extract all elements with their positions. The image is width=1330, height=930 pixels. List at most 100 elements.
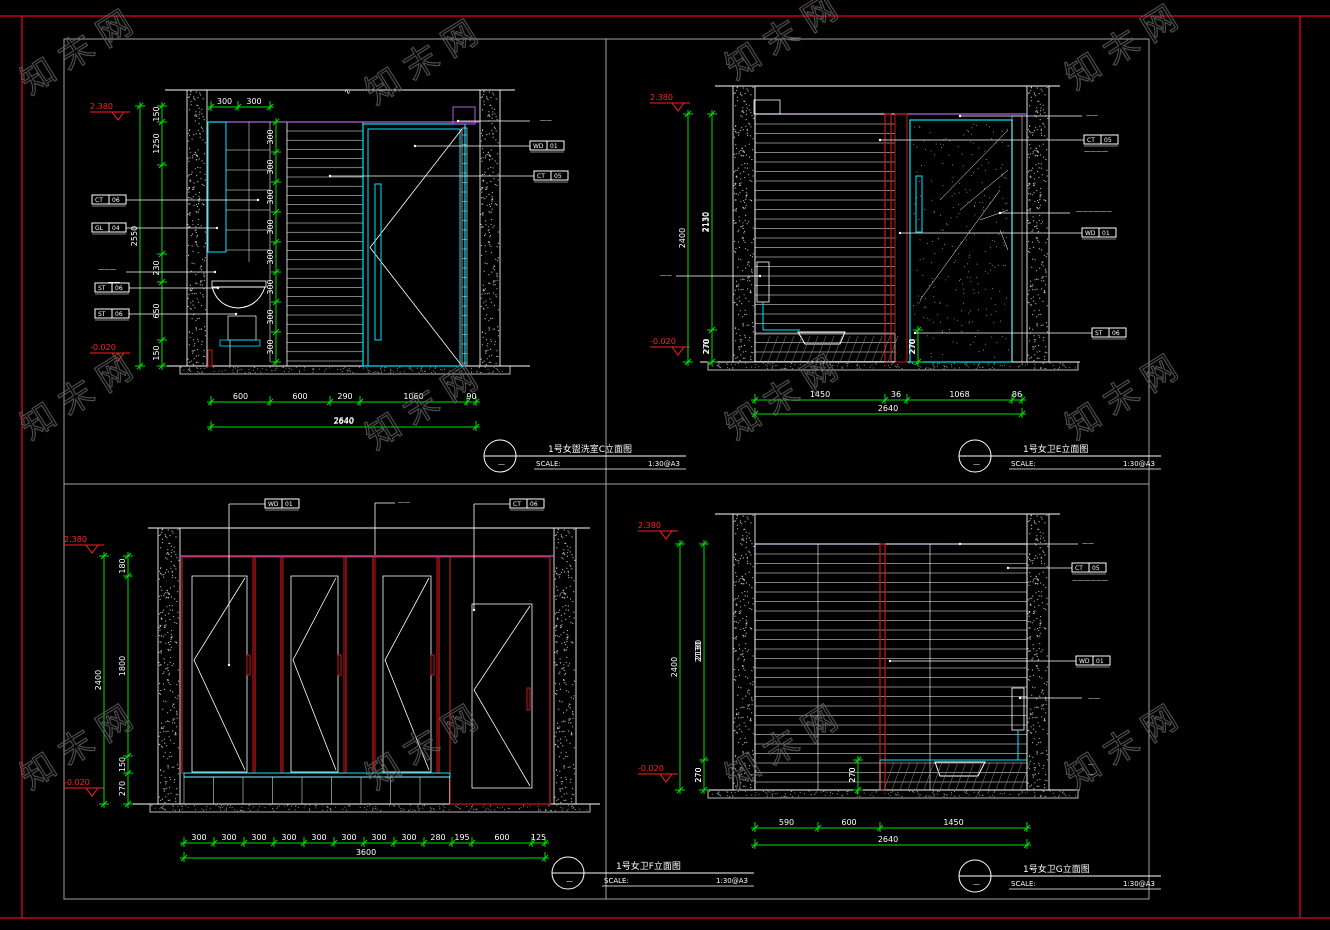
wall-speckle (745, 125, 747, 127)
wall-speckle (162, 683, 165, 685)
wall-speckle (747, 518, 749, 520)
ground-speckle (409, 368, 411, 370)
wall-speckle (738, 284, 740, 286)
ground-speckle (249, 810, 251, 812)
wall-speckle (736, 603, 738, 605)
dimension-label: 280 (430, 833, 445, 842)
ground-speckle (719, 366, 721, 368)
wall-speckle (1028, 611, 1030, 614)
dimension-label: 2130 (694, 640, 703, 660)
door-texture-dot (994, 356, 996, 358)
wall-speckle (484, 138, 486, 140)
wall-speckle (749, 254, 751, 256)
wall-speckle (743, 528, 745, 530)
ground-speckle (479, 367, 481, 369)
wall-speckle (752, 514, 754, 517)
wall-speckle (567, 766, 569, 768)
ground-speckle (1009, 366, 1011, 368)
wall-speckle (195, 210, 197, 212)
door-texture-dot (990, 336, 992, 338)
wall-speckle (196, 283, 198, 285)
ground-speckle (389, 372, 392, 374)
wall-speckle (556, 693, 558, 695)
ground-speckle (762, 362, 765, 365)
ground-speckle (347, 805, 349, 807)
ground-speckle (220, 805, 222, 807)
door-texture-dot (932, 240, 934, 242)
wall-speckle (486, 153, 488, 156)
wall-speckle (198, 354, 200, 356)
wall-speckle (167, 765, 169, 767)
wall-speckle (570, 734, 572, 736)
wall-speckle (1043, 123, 1045, 125)
wall-speckle (733, 128, 736, 130)
wall-speckle (747, 261, 749, 263)
wall-speckle (737, 285, 739, 288)
door-texture-dot (998, 264, 1000, 266)
door-texture-dot (933, 286, 935, 288)
wall-speckle (746, 615, 748, 618)
ground-speckle (244, 372, 246, 374)
wall-speckle (194, 152, 197, 154)
door-texture-dot (990, 138, 992, 140)
door-texture-dot (934, 252, 936, 254)
ground-speckle (232, 371, 234, 373)
ground-speckle (766, 367, 769, 369)
wall-speckle (556, 586, 558, 588)
wall-speckle (496, 246, 498, 248)
wall-speckle (165, 591, 167, 594)
dimension-tick (158, 336, 166, 344)
door-texture-dot (989, 247, 991, 249)
wall-speckle (1028, 199, 1030, 201)
wall-speckle (746, 313, 748, 315)
dimension-label: 1450 (943, 818, 963, 827)
note-stub: — (1088, 771, 1094, 778)
ground-speckle (269, 366, 271, 368)
door-texture-dot (942, 185, 944, 187)
wall-speckle (752, 86, 754, 89)
wall-speckle (1043, 765, 1045, 767)
wall-speckle (485, 304, 487, 306)
wall-speckle (1044, 135, 1046, 137)
wall-speckle (195, 229, 197, 231)
ground-speckle (520, 807, 522, 809)
wall-speckle (733, 637, 735, 640)
wall-speckle (739, 360, 741, 362)
wall-speckle (1032, 581, 1034, 583)
ground-speckle (374, 807, 377, 810)
door-texture-dot (1006, 202, 1008, 204)
ground-speckle (758, 793, 760, 795)
wall-speckle (191, 289, 193, 292)
ground-speckle (965, 792, 967, 794)
wall-speckle (572, 710, 574, 713)
ground-speckle (993, 362, 996, 364)
ground-speckle (571, 805, 573, 807)
wall-speckle (174, 621, 176, 624)
wall-speckle (1039, 632, 1041, 634)
wall-speckle (742, 87, 744, 89)
wall-speckle (744, 528, 746, 531)
wall-speckle (747, 602, 750, 604)
tag-number: 01 (550, 143, 558, 150)
wall-speckle (735, 679, 737, 681)
ground-speckle (278, 805, 280, 807)
wall-speckle (1034, 628, 1036, 630)
wall-speckle (1043, 280, 1045, 282)
wall-speckle (1045, 670, 1047, 672)
wall-speckle (195, 193, 197, 195)
wall-speckle (489, 155, 491, 157)
ground-speckle (556, 804, 558, 806)
platform-hatch (847, 335, 859, 363)
wall-speckle (734, 678, 736, 681)
wall-speckle (484, 293, 486, 295)
ground-speckle (751, 794, 753, 796)
platform-hatch (891, 761, 903, 791)
wall-speckle (189, 336, 191, 338)
wall-speckle (746, 591, 749, 593)
wall-speckle (488, 159, 490, 161)
wall-speckle (567, 755, 569, 757)
wall-speckle (1031, 194, 1033, 196)
door-texture-dot (1008, 349, 1009, 351)
